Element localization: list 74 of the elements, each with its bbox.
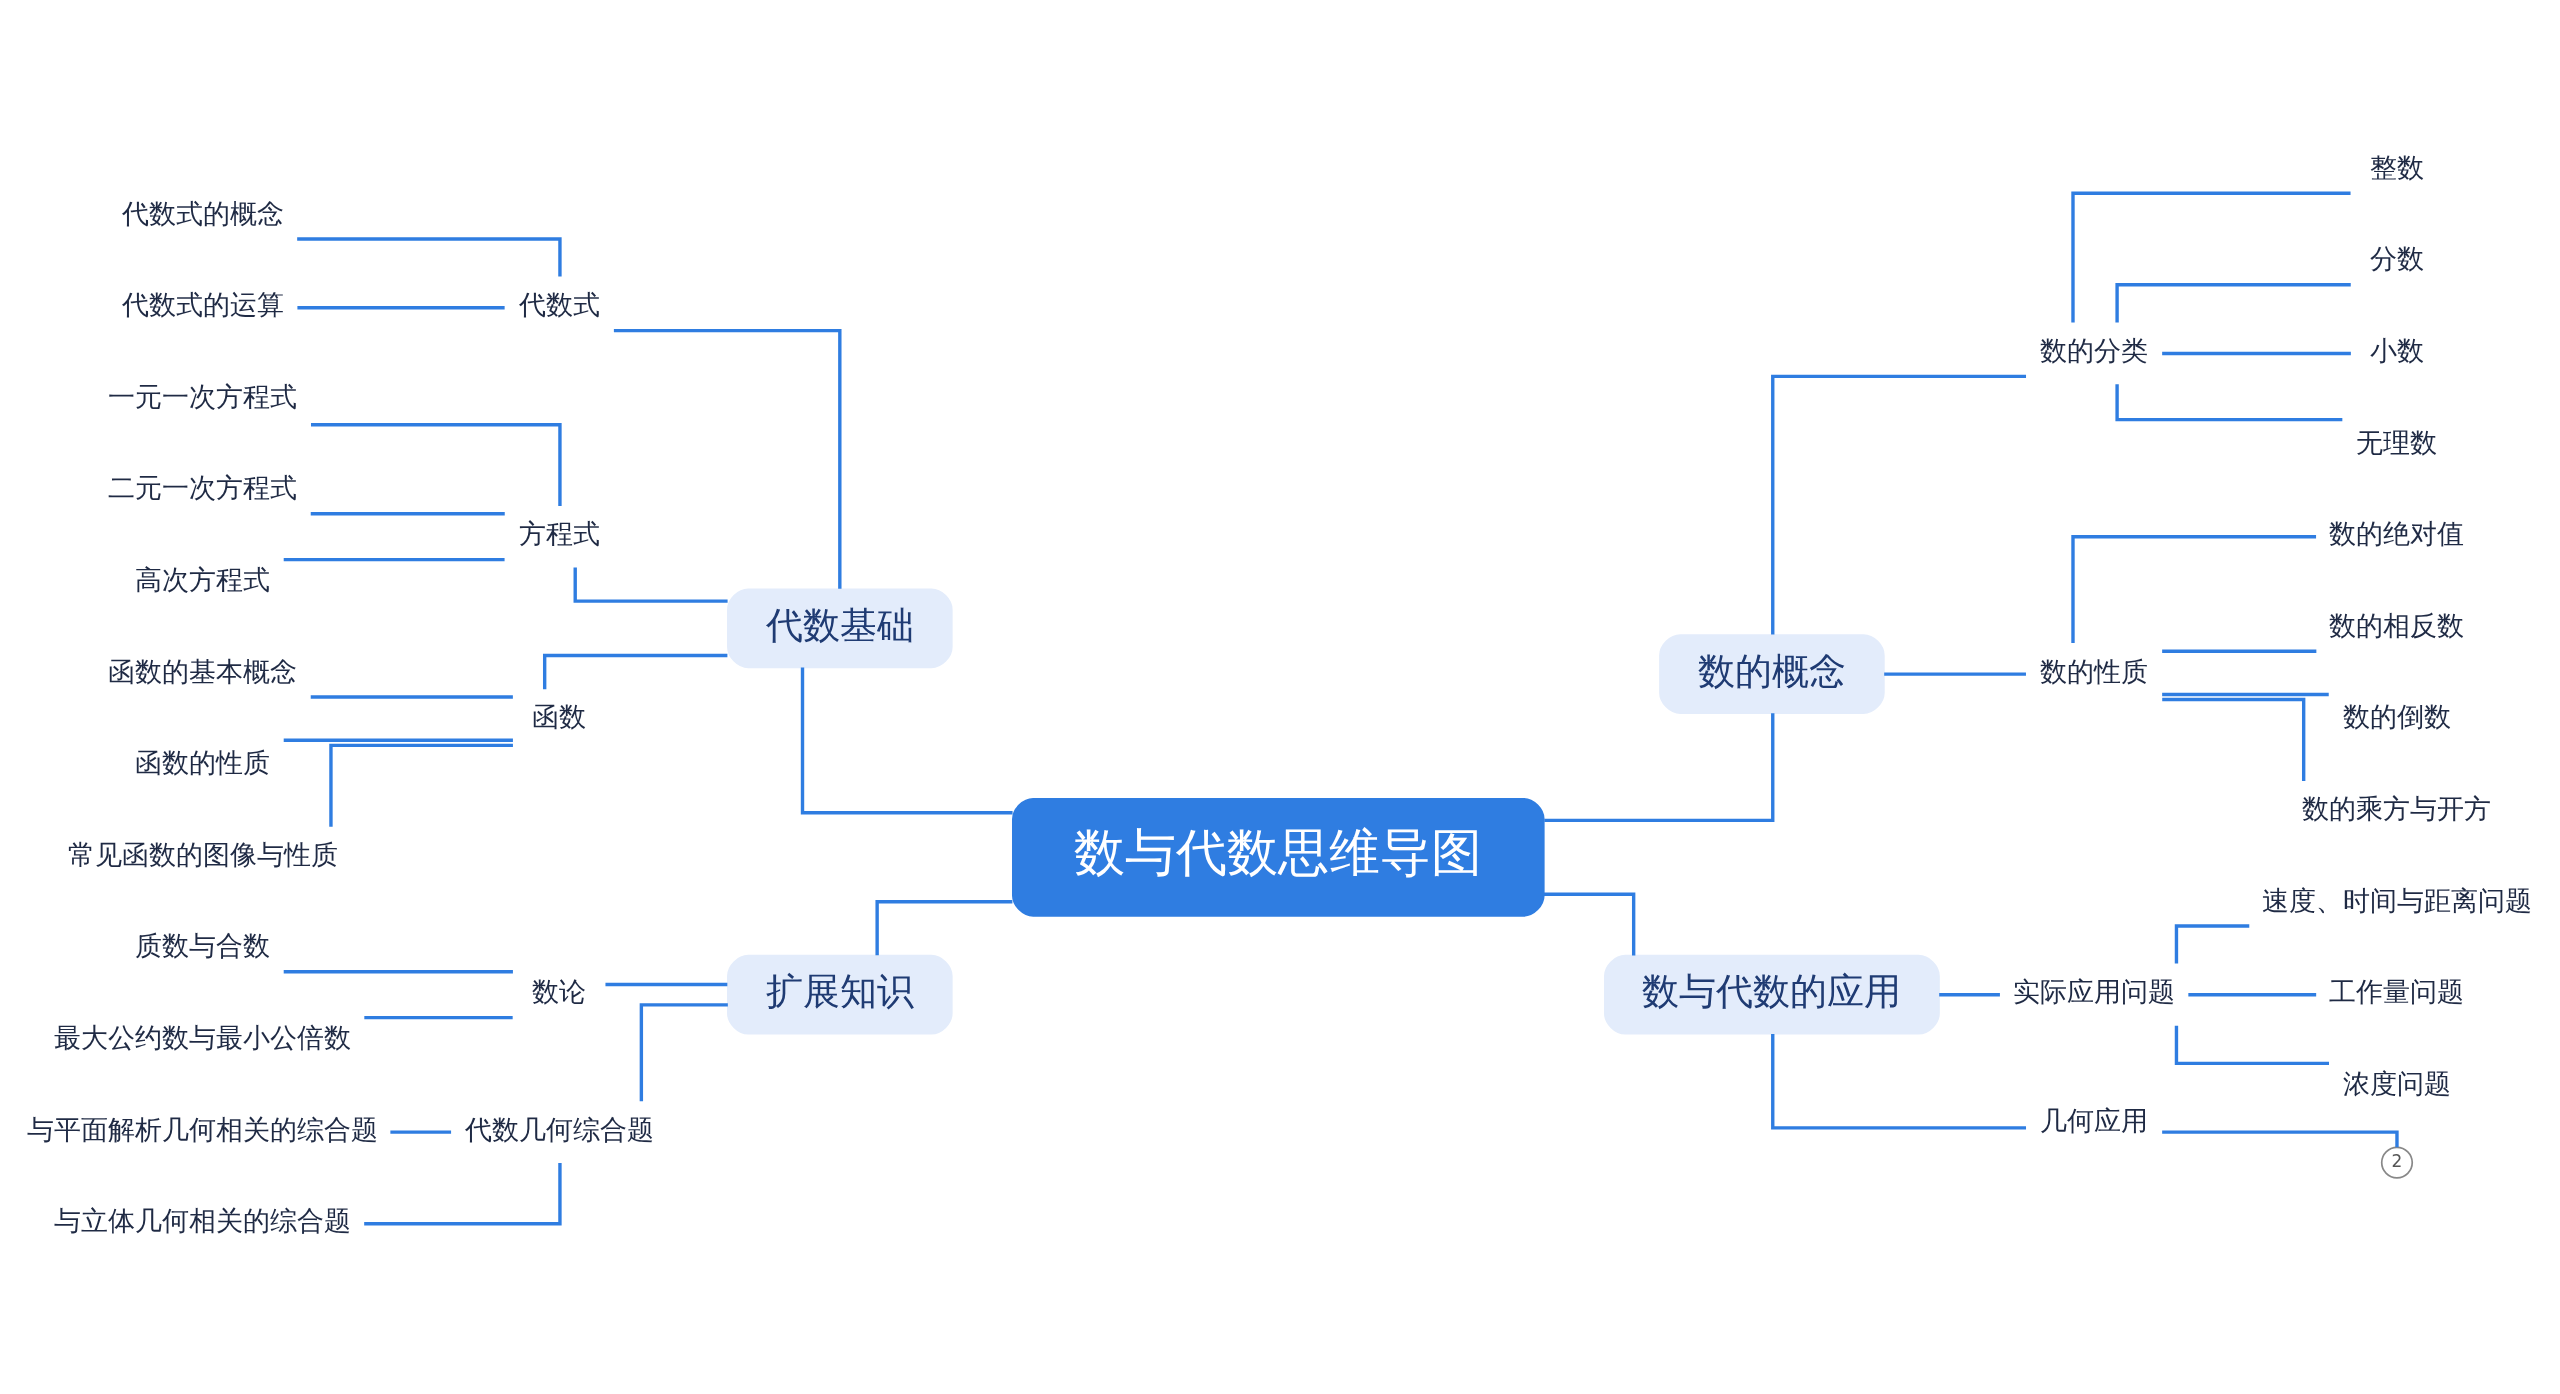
connector — [310, 512, 505, 516]
node-text: 数的绝对值 — [2329, 518, 2465, 550]
connector — [1939, 993, 2000, 997]
node-text: 浓度问题 — [2342, 1067, 2451, 1099]
node-text: 代数式的运算 — [121, 289, 284, 321]
connector — [800, 667, 1013, 815]
connector — [310, 695, 513, 699]
node-text: 数的分类 — [2040, 334, 2149, 366]
node-text: 数论 — [532, 976, 587, 1008]
connector — [283, 738, 513, 742]
node-text: 函数的性质 — [135, 747, 271, 779]
node-text: 几何应用 — [2040, 1105, 2149, 1137]
node-text: 常见函数的图像与性质 — [67, 838, 338, 870]
node-box: 代数基础 — [727, 588, 953, 669]
node-box: 数与代数的应用 — [1604, 954, 1940, 1035]
connector — [1771, 1033, 2026, 1130]
connector — [1884, 672, 2026, 676]
connector — [2071, 191, 2351, 323]
node-text: 速度、时间与距离问题 — [2261, 884, 2532, 916]
connector — [390, 1130, 452, 1134]
connector — [2162, 649, 2317, 653]
node-box: 数的概念 — [1659, 634, 1885, 714]
connector — [1771, 374, 2026, 635]
node-text: 代数式 — [518, 289, 600, 321]
node-text: 与立体几何相关的综合题 — [54, 1205, 352, 1237]
connector — [605, 982, 728, 987]
connector — [2115, 283, 2351, 323]
connector — [329, 743, 513, 827]
connector — [283, 557, 505, 562]
node-text: 与平面解析几何相关的综合题 — [27, 1113, 379, 1145]
node-box: 扩展知识 — [727, 954, 953, 1035]
connector — [613, 328, 842, 589]
node-text: 二元一次方程式 — [108, 472, 298, 504]
node-text: 高次方程式 — [135, 563, 271, 595]
node-text: 最大公约数与最小公倍数 — [54, 1021, 352, 1053]
node-text: 一元一次方程式 — [108, 380, 298, 412]
connector — [364, 1163, 562, 1226]
node-text: 函数 — [532, 701, 587, 733]
node-text: 实际应用问题 — [2013, 976, 2176, 1008]
connector — [2162, 1130, 2399, 1148]
connector — [2162, 692, 2329, 697]
node-text: 数的乘方与开方 — [2302, 792, 2492, 824]
node-box: 数与代数思维导图 — [1012, 797, 1545, 917]
node-text: 函数的基本概念 — [108, 655, 298, 687]
connector — [2174, 1025, 2329, 1066]
connector — [2162, 351, 2351, 356]
node-text: 代数几何综合题 — [464, 1113, 654, 1145]
connector — [2071, 535, 2317, 643]
node-text: 代数式的概念 — [121, 197, 284, 229]
node-text: 质数与合数 — [135, 930, 271, 962]
connector — [283, 970, 513, 974]
connector — [2188, 993, 2317, 997]
connector — [2174, 924, 2250, 964]
node-text: 工作量问题 — [2329, 976, 2465, 1008]
node-text: 方程式 — [518, 518, 600, 550]
connector — [2115, 384, 2343, 422]
node-text: 整数 — [2369, 151, 2424, 183]
node-text: 无理数 — [2356, 426, 2438, 458]
connector — [639, 1003, 728, 1102]
node-circle: 2 — [2380, 1146, 2414, 1179]
connector — [297, 306, 505, 310]
node-text: 小数 — [2369, 334, 2424, 366]
connector — [297, 237, 562, 277]
node-text: 数的相反数 — [2329, 609, 2465, 641]
node-text: 数的性质 — [2040, 655, 2149, 687]
connector — [875, 900, 1013, 956]
connector — [1544, 713, 1775, 823]
node-text: 分数 — [2369, 243, 2424, 275]
connector — [364, 1015, 513, 1020]
connector — [1544, 892, 1636, 956]
connector — [311, 423, 562, 507]
connector — [543, 653, 728, 690]
node-text: 数的倒数 — [2342, 701, 2451, 733]
connector — [2162, 697, 2306, 781]
